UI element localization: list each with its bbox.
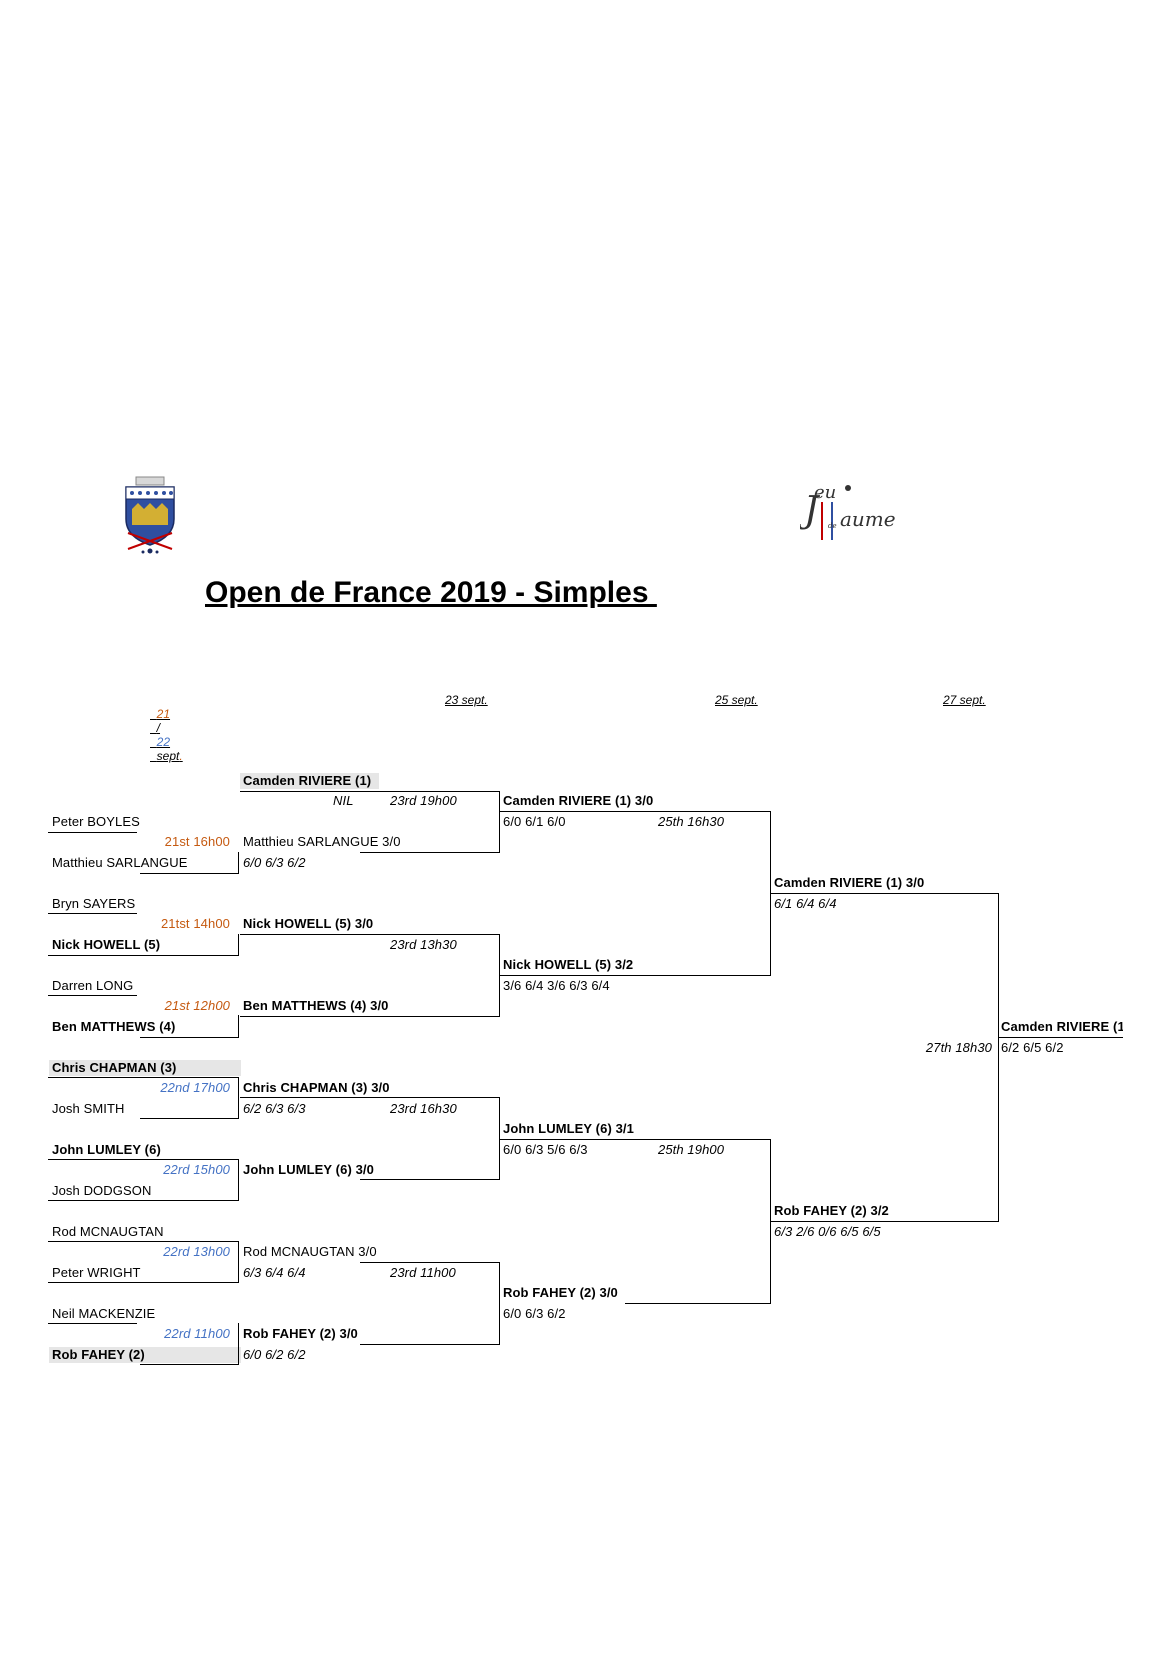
r3-w3-name: John LUMLEY (6) 3/1 (503, 1121, 634, 1136)
r3-w1-score: 6/0 6/1 6/0 (503, 814, 566, 829)
jeu-de-paume-logo-icon: J eu de aume (797, 480, 900, 545)
r1-m1-player2: Matthieu SARLANGUE (52, 855, 188, 870)
logo-text-mid: de (828, 522, 837, 530)
r1-m5-time: 22rd 15h00 (163, 1162, 230, 1177)
r1-m3-player1: Darren LONG (52, 978, 134, 993)
round1-date-day2: 22 (156, 735, 171, 749)
r1-m1-time: 21st 16h00 (164, 834, 230, 849)
r1-m2-player2: Nick HOWELL (5) (52, 937, 161, 952)
r1-m4-player1: Chris CHAPMAN (3) (49, 1060, 241, 1076)
r1-m2-time: 21tst 14h00 (160, 916, 230, 931)
r2-w3-name: Ben MATTHEWS (4) 3/0 (243, 998, 389, 1013)
r3-w4-score: 6/0 6/3 6/2 (503, 1306, 566, 1321)
r1-m3-time: 21st 12h00 (164, 998, 230, 1013)
r1-m7-player1: Neil MACKENZIE (52, 1306, 156, 1321)
r1-m6-player1: Rod MCNAUGTAN (52, 1224, 164, 1239)
r2-w4-score: 6/2 6/3 6/3 (243, 1101, 306, 1116)
round1-date-separator: / (156, 721, 161, 735)
svg-text:aume: aume (840, 507, 896, 531)
r2-w5-name: John LUMLEY (6) 3/0 (243, 1162, 374, 1177)
round4-date-header: 27 sept. (943, 693, 986, 707)
r1-m3-player2: Ben MATTHEWS (4) (52, 1019, 176, 1034)
r1-m4-player2: Josh SMITH (52, 1101, 125, 1116)
round1-date-month: sept (156, 749, 180, 763)
r2-qf1-time: 23rd 19h00 (390, 793, 457, 808)
r1-m7-player2: Rob FAHEY (2) (49, 1347, 241, 1363)
r3-w2-score: 3/6 6/4 3/6 6/3 6/4 (503, 978, 610, 993)
champion-score: 6/2 6/5 6/2 (1001, 1040, 1064, 1055)
r4-final-time: 27th 18h30 (925, 1040, 992, 1055)
r2-w4-name: Chris CHAPMAN (3) 3/0 (243, 1080, 390, 1095)
round3-date-header: 25 sept. (715, 693, 758, 707)
r2-qf3-time: 23rd 16h30 (390, 1101, 457, 1116)
r2-w6-name: Rod MCNAUGTAN 3/0 (243, 1244, 377, 1259)
r1-m7-time: 22rd 11h00 (164, 1326, 230, 1341)
svg-text:de: de (828, 522, 837, 530)
r2-w7-score: 6/0 6/2 6/2 (243, 1347, 306, 1362)
r4-w1-score: 6/1 6/4 6/4 (774, 896, 837, 911)
page-title: Open de France 2019 - Simples (205, 576, 657, 609)
r2-bye-note: NIL (333, 793, 354, 808)
r4-w1-name: Camden RIVIERE (1) 3/0 (774, 875, 925, 890)
champion-name: Camden RIVIERE (1 (1001, 1019, 1123, 1034)
logo-text-top: eu (814, 482, 836, 503)
round1-date-dot: . (179, 749, 183, 763)
r3-w3-score: 6/0 6/3 5/6 6/3 (503, 1142, 588, 1157)
r1-m4-time: 22nd 17h00 (160, 1080, 230, 1095)
svg-text:eu: eu (814, 482, 836, 503)
r4-w2-name: Rob FAHEY (2) 3/2 (774, 1203, 889, 1218)
r2-w6-score: 6/3 6/4 6/4 (243, 1265, 306, 1280)
r1-m6-time: 22rd 13h00 (163, 1244, 230, 1259)
r4-w2-score: 6/3 2/6 0/6 6/5 6/5 (774, 1224, 881, 1239)
club-crest-icon (118, 475, 182, 555)
r1-m1-player1: Peter BOYLES (52, 814, 140, 829)
r2-w2-name: Nick HOWELL (5) 3/0 (243, 916, 374, 931)
r3-sf2-time: 25th 19h00 (658, 1142, 725, 1157)
round1-date-day1: 21 (156, 707, 171, 721)
r2-bye-player: Camden RIVIERE (1) (240, 773, 379, 789)
r1-m5-player2: Josh DODGSON (52, 1183, 152, 1198)
r1-m6-player2: Peter WRIGHT (52, 1265, 141, 1280)
r3-w2-name: Nick HOWELL (5) 3/2 (503, 957, 634, 972)
r1-m5-player1: John LUMLEY (6) (52, 1142, 161, 1157)
r1-m2-player1: Bryn SAYERS (52, 896, 136, 911)
r2-w1-score: 6/0 6/3 6/2 (243, 855, 306, 870)
round2-date-header: 23 sept. (445, 693, 488, 707)
round1-date-header: 21 / 22 sept. (150, 693, 183, 763)
r2-qf4-time: 23rd 11h00 (390, 1265, 456, 1280)
r2-w7-name: Rob FAHEY (2) 3/0 (243, 1326, 358, 1341)
r2-qf2-time: 23rd 13h30 (390, 937, 457, 952)
logo-text-bottom: aume (840, 507, 896, 531)
r3-sf1-time: 25th 16h30 (658, 814, 725, 829)
r2-w1-name: Matthieu SARLANGUE 3/0 (243, 834, 401, 849)
r3-w4-name: Rob FAHEY (2) 3/0 (503, 1285, 618, 1300)
r3-w1-name: Camden RIVIERE (1) 3/0 (503, 793, 654, 808)
